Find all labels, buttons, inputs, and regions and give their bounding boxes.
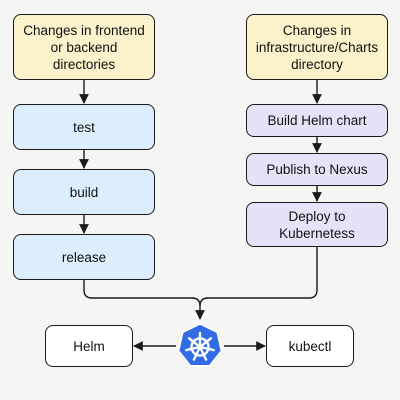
step-publish-nexus: Publish to Nexus bbox=[246, 153, 388, 186]
step-release-label: release bbox=[61, 249, 107, 265]
trigger-infra-changes: Changes in infrastructure/Charts directo… bbox=[246, 14, 388, 80]
edge-deploy-to-kubernetes bbox=[199, 247, 318, 307]
step-publish-nexus-label: Publish to Nexus bbox=[266, 162, 368, 177]
step-test-label: test bbox=[73, 119, 95, 135]
step-release: release bbox=[13, 234, 155, 280]
step-deploy-kubernetes-label: Deploy to Kubernetess bbox=[279, 208, 355, 241]
step-build-label: build bbox=[69, 184, 99, 200]
trigger-app-changes: Changes in frontend or backend directori… bbox=[13, 14, 155, 80]
trigger-app-changes-label: Changes in frontend or backend directori… bbox=[23, 22, 145, 72]
step-build: build bbox=[13, 169, 155, 215]
tool-kubectl: kubectl bbox=[266, 325, 354, 367]
kubernetes-icon bbox=[177, 323, 223, 367]
trigger-infra-changes-label: Changes in infrastructure/Charts directo… bbox=[255, 22, 379, 72]
step-test: test bbox=[13, 104, 155, 150]
tool-helm: Helm bbox=[45, 325, 133, 367]
tool-helm-label: Helm bbox=[73, 338, 105, 354]
edge-release-to-kubernetes bbox=[83, 280, 205, 320]
step-deploy-kubernetes: Deploy to Kubernetess bbox=[246, 202, 388, 247]
tool-kubectl-label: kubectl bbox=[288, 338, 332, 354]
step-build-helm-chart-label: Build Helm chart bbox=[267, 113, 367, 128]
step-build-helm-chart: Build Helm chart bbox=[246, 104, 388, 137]
